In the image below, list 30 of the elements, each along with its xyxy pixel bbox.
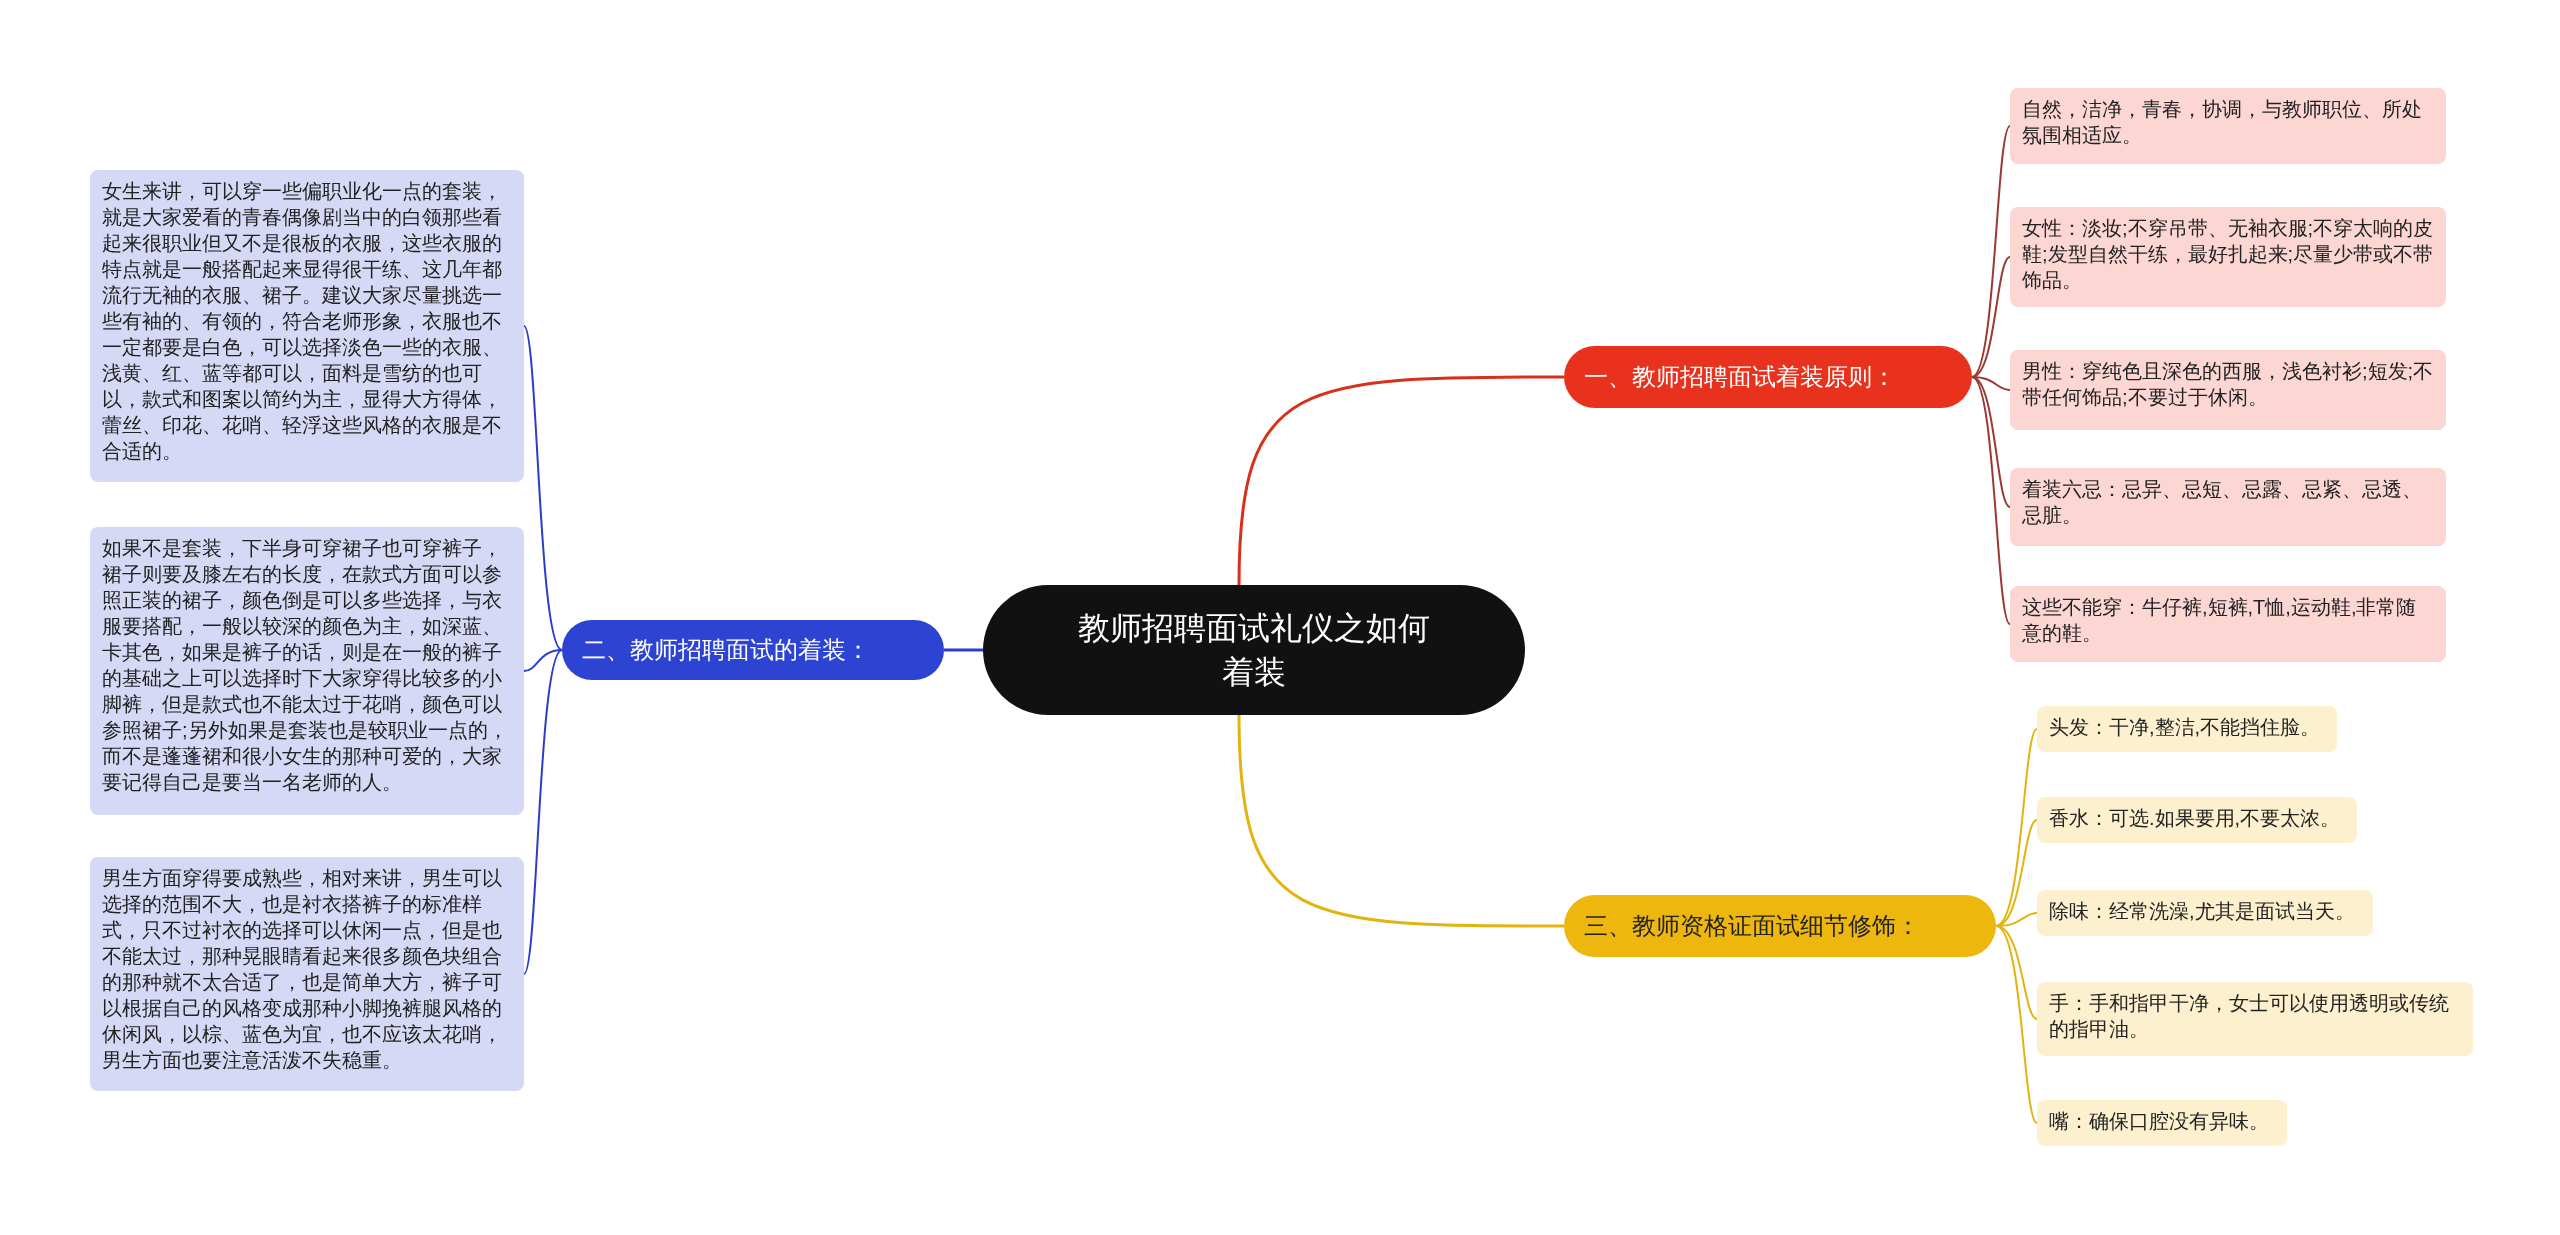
note-card: 着装六忌：忌异、忌短、忌露、忌紧、忌透、忌脏。 <box>2010 468 2446 546</box>
connector <box>1971 376 2011 508</box>
note-card: 如果不是套装，下半身可穿裙子也可穿裤子，裙子则要及膝左右的长度，在款式方面可以参照正装的裙子，颜色倒是可以多些选择，与衣服要搭配，一般以较深的颜色为主，如深蓝、卡其色，如果是裤子的话，则是在一般的裤子的基础之上可以选择时下大家穿得比较多的小脚裤，但是款式也不能太过于花哨，颜色可以参照裙子;另外如果是套装也是较职业一点的，而不是蓬蓬裙和很小女生的那种可爱的，大家要记得自己是要当一名老师的人。 <box>90 527 524 815</box>
connector <box>523 649 563 672</box>
connector <box>1971 376 2011 625</box>
connector <box>1237 714 1564 928</box>
note-card: 女性：淡妆;不穿吊带、无袖衣服;不穿太响的皮鞋;发型自然干练，最好扎起来;尽量少带或不带饰品。 <box>2010 207 2446 307</box>
branch-topic: 二、教师招聘面试的着装： <box>562 620 944 680</box>
connector <box>1237 375 1564 586</box>
note-card: 香水：可选.如果要用,不要太浓。 <box>2037 797 2357 843</box>
branch-topic: 三、教师资格证面试细节修饰： <box>1564 895 1996 957</box>
connector <box>523 325 563 651</box>
connector <box>1995 925 2038 1124</box>
note-card: 除味：经常洗澡,尤其是面试当天。 <box>2037 890 2373 936</box>
branch-topic: 一、教师招聘面试着装原则： <box>1564 346 1972 408</box>
central-topic: 教师招聘面试礼仪之如何着装 <box>983 585 1525 715</box>
note-card: 手：手和指甲干净，女士可以使用透明或传统的指甲油。 <box>2037 982 2473 1056</box>
connector <box>1971 125 2011 378</box>
note-card: 男生方面穿得要成熟些，相对来讲，男生可以选择的范围不大，也是衬衣搭裤子的标准样式，只不过衬衣的选择可以休闲一点，但是也不能太过，那种晃眼睛看起来很多颜色块组合的那种就不太合适了，也是简单大方，裤子可以根据自己的风格变成那种小脚挽裤腿风格的休闲风，以棕、蓝色为宜，也不应该太花哨，男生方面也要注意活泼不失稳重。 <box>90 857 524 1091</box>
note-card: 嘴：确保口腔没有异味。 <box>2037 1100 2287 1146</box>
connector <box>1995 925 2038 1020</box>
note-card: 这些不能穿：牛仔裤,短裤,T恤,运动鞋,非常随意的鞋。 <box>2010 586 2446 662</box>
note-card: 自然，洁净，青春，协调，与教师职位、所处氛围相适应。 <box>2010 88 2446 164</box>
connector <box>523 649 563 975</box>
connector <box>1971 256 2011 378</box>
note-card: 女生来讲，可以穿一些偏职业化一点的套装，就是大家爱看的青春偶像剧当中的白领那些看起来很职业但又不是很板的衣服，这些衣服的特点就是一般搭配起来显得很干练、这几年都流行无袖的衣服、裙子。建议大家尽量挑选一些有袖的、有领的，符合老师形象，衣服也不一定都要是白色，可以选择淡色一些的衣服、浅黄、红、蓝等都可以，面料是雪纺的也可以，款式和图案以简约为主，显得大方得体，蕾丝、印花、花哨、轻浮这些风格的衣服是不合适的。 <box>90 170 524 482</box>
note-card: 男性：穿纯色且深色的西服，浅色衬衫;短发;不带任何饰品;不要过于休闲。 <box>2010 350 2446 430</box>
note-card: 头发：干净,整洁,不能挡住脸。 <box>2037 706 2337 752</box>
connector <box>1995 728 2038 927</box>
connector <box>944 648 983 652</box>
